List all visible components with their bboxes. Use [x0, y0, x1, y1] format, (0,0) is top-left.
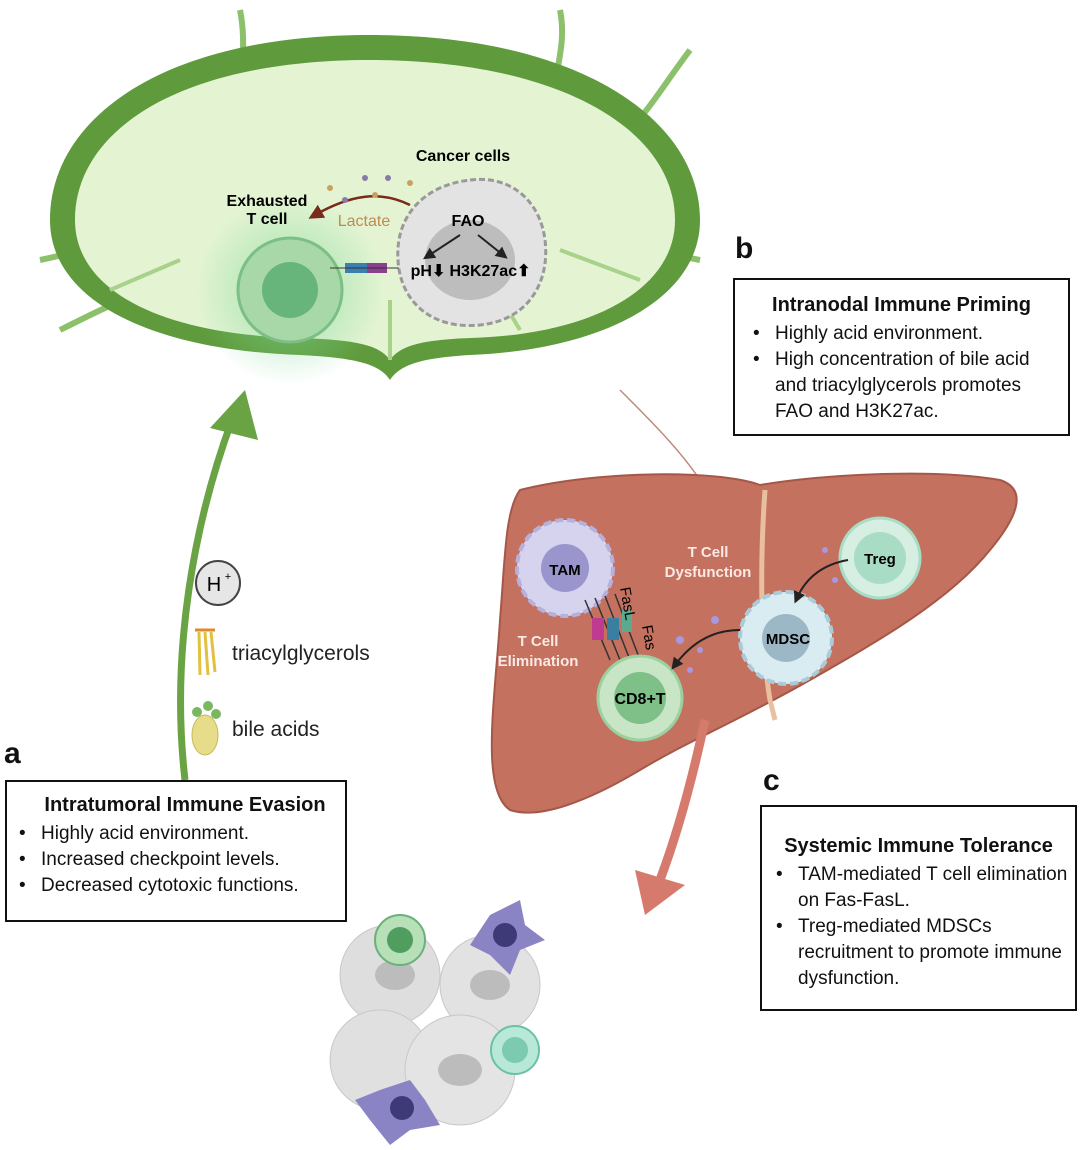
triacylglycerols-label: triacylglycerols — [232, 642, 370, 665]
panel-a-title: Intratumoral Immune Evasion — [44, 794, 326, 816]
bile-acid-icon — [191, 701, 221, 756]
svg-text:T Cell: T Cell — [688, 544, 729, 561]
exhausted-t-cell-label-1: Exhausted — [227, 193, 308, 210]
fasl-label: FasL — [616, 586, 639, 622]
bile-acids-label: bile acids — [232, 718, 320, 741]
svg-text:TAM: TAM — [549, 562, 580, 579]
panel-a-bullet: Decreased cytotoxic functions. — [11, 873, 341, 899]
panel-c-title: Systemic Immune Tolerance — [784, 835, 1053, 857]
fao-label: FAO — [452, 213, 485, 230]
panel-b-title: Intranodal Immune Priming — [772, 294, 1031, 316]
svg-text:CD8+T: CD8+T — [614, 691, 665, 708]
fas-label: Fas — [638, 624, 659, 652]
panel-c-bullet: TAM-mediated T cell elimination on Fas-F… — [768, 862, 1069, 914]
svg-text:Treg: Treg — [864, 551, 896, 568]
svg-text:+: + — [225, 571, 231, 583]
svg-text:Dysfunction: Dysfunction — [665, 564, 752, 581]
panel-c-letter: c — [763, 764, 780, 797]
red-arrow — [655, 719, 710, 882]
h3k27ac-label: H3K27ac⬆ — [449, 263, 530, 280]
cancer-cells-label: Cancer cells — [416, 148, 510, 165]
tumor-cluster — [329, 900, 545, 1145]
panel-b-box: Intranodal Immune Priming Highly acid en… — [733, 278, 1070, 436]
panel-b-bullet: Highly acid environment. — [745, 321, 1058, 347]
panel-c-bullet: Treg-mediated MDSCs recruitment to promo… — [768, 914, 1069, 992]
panel-a-bullet: Highly acid environment. — [11, 821, 341, 847]
panel-b-letter: b — [735, 232, 754, 265]
panel-a-bullet: Increased checkpoint levels. — [11, 847, 341, 873]
panel-c-box: Systemic Immune Tolerance TAM-mediated T… — [760, 805, 1077, 1011]
panel-a-letter: a — [4, 737, 21, 770]
svg-text:T Cell: T Cell — [518, 633, 559, 650]
svg-text:MDSC: MDSC — [766, 631, 810, 648]
lactate-label: Lactate — [338, 213, 391, 230]
svg-text:Elimination: Elimination — [498, 653, 579, 670]
ph-label: pH⬇ — [411, 263, 446, 280]
h-plus-icon — [195, 560, 241, 606]
exhausted-t-cell-label-2: T cell — [247, 211, 288, 228]
panel-b-bullet: High concentration of bile acid and tria… — [745, 347, 1058, 425]
panel-a-box: Intratumoral Immune Evasion Highly acid … — [5, 780, 347, 922]
triacylglycerol-icon — [195, 628, 217, 676]
svg-text:H: H — [207, 574, 221, 596]
green-arrow — [177, 418, 236, 781]
